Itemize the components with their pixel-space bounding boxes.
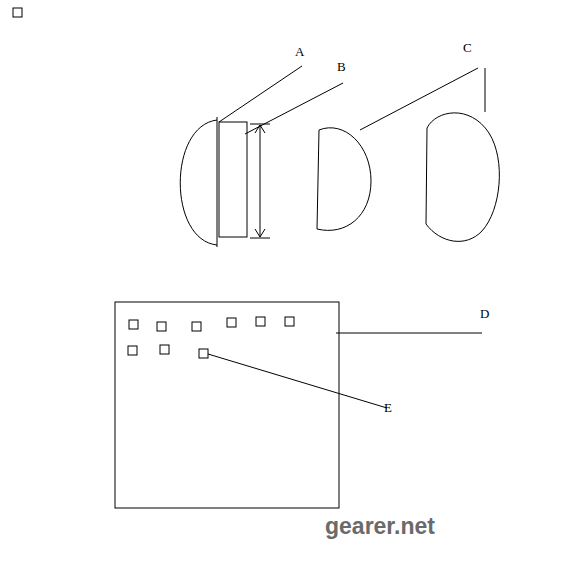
leader-line [485,68,486,112]
lens-flat-face [217,117,218,247]
leader-line [336,333,482,334]
lens-curve [180,120,217,245]
corner-square [13,8,22,17]
plate-holes [128,317,294,358]
callout-letter: D [480,307,489,320]
watermark: gearer.net [325,515,435,538]
callout-letter: C [463,41,472,54]
leader-line [208,354,387,408]
callout-letter: B [337,60,346,73]
square-plate [115,302,339,508]
d-lens [426,113,499,241]
leader-line [245,83,343,134]
dimension-arrowheads [255,125,265,237]
dimension-line [260,125,261,237]
d-lens [317,128,371,231]
leader-line [360,68,478,130]
callout-letter: A [295,45,304,58]
leader-line [219,66,302,122]
callout-letter: E [384,401,392,414]
lens-band [219,122,247,237]
